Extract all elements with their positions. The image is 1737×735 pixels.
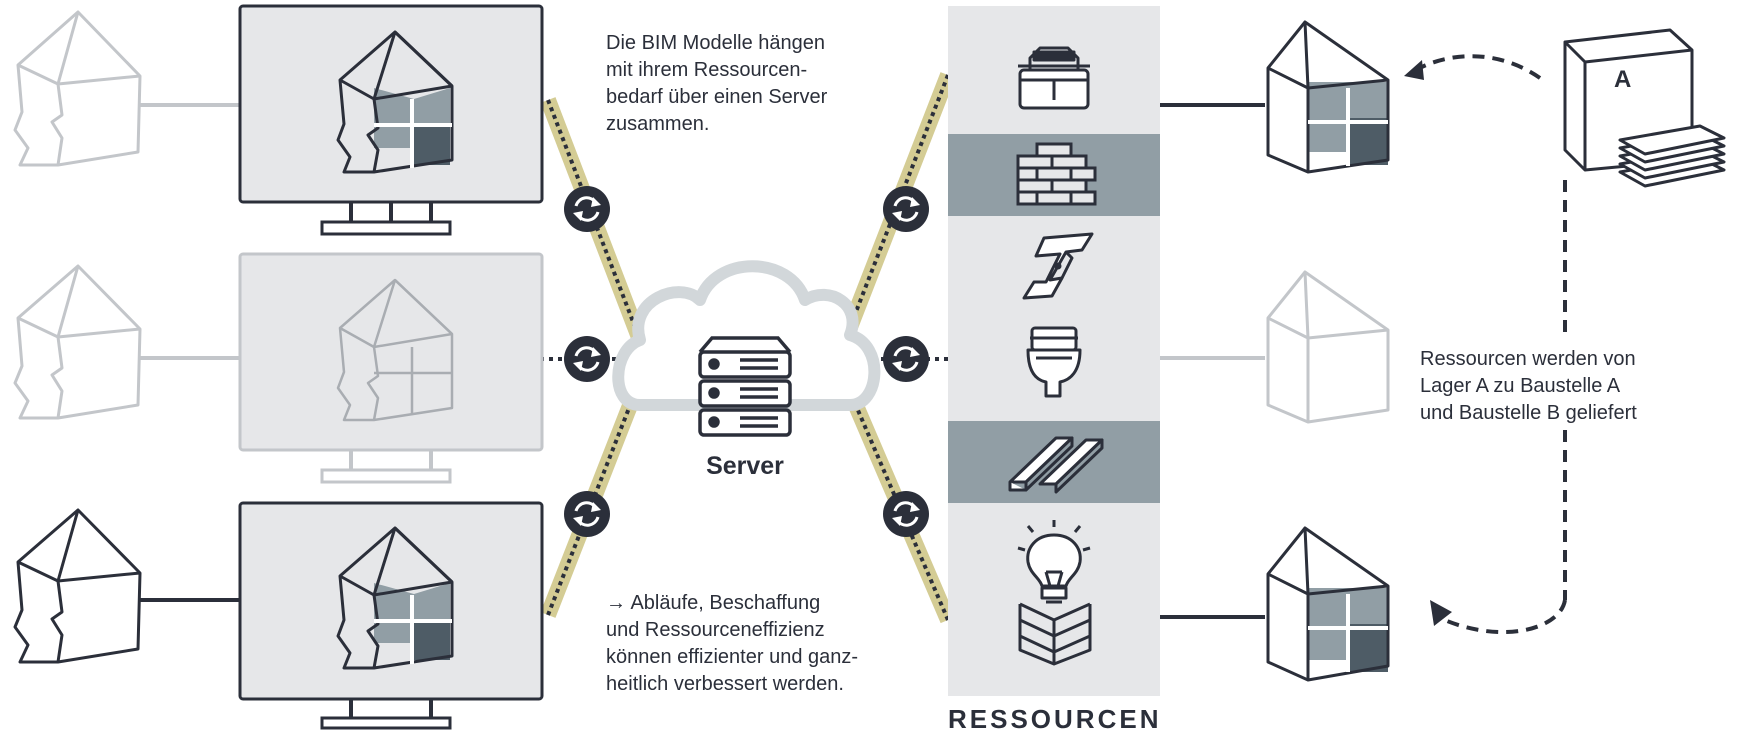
sync-icons (564, 186, 929, 537)
bim-model-2 (13, 264, 142, 420)
brick-wall-icon (1016, 142, 1097, 206)
monitor-2 (238, 252, 544, 484)
construction-site-a (1266, 20, 1390, 174)
light-bulb-icon (1017, 520, 1091, 604)
insulation-panel-icon (1018, 602, 1092, 666)
arrowhead-to-site-a (1404, 60, 1424, 80)
monitor-3 (238, 501, 544, 730)
warehouse-a (1563, 28, 1726, 188)
server-label: Server (706, 452, 784, 480)
server-icon (698, 336, 792, 437)
steel-beam-icon (1022, 232, 1094, 300)
sync-icon (883, 186, 929, 232)
arrowhead-to-site-b (1430, 600, 1452, 626)
construction-site-inactive (1266, 270, 1390, 424)
warehouse-letter: A (1614, 66, 1632, 93)
benefit-text: → Abläufe, Beschaffung und Ressourceneff… (606, 592, 859, 695)
resources-label: RESSOURCEN (948, 704, 1162, 734)
toilet-icon (1026, 326, 1082, 398)
delivery-arrows (1410, 54, 1567, 635)
sync-icon (564, 336, 610, 382)
connector-lines (138, 103, 1265, 619)
sync-icon (564, 491, 610, 537)
bim-model-3 (13, 508, 142, 664)
bim-model-1 (13, 10, 142, 167)
server-explanation-text: Die BIM Modelle hängen mit ihrem Ressour… (606, 32, 828, 135)
monitor-1 (238, 4, 544, 236)
sync-icon (564, 186, 610, 232)
sync-icon (883, 336, 929, 382)
cloud (612, 260, 881, 411)
timber-planks-icon (1008, 436, 1104, 494)
delivery-explanation-text: Ressourcen werden von Lager A zu Baustel… (1420, 348, 1637, 424)
sync-icon (883, 491, 929, 537)
construction-site-b (1266, 526, 1390, 682)
concrete-mixer-icon (1018, 46, 1090, 110)
